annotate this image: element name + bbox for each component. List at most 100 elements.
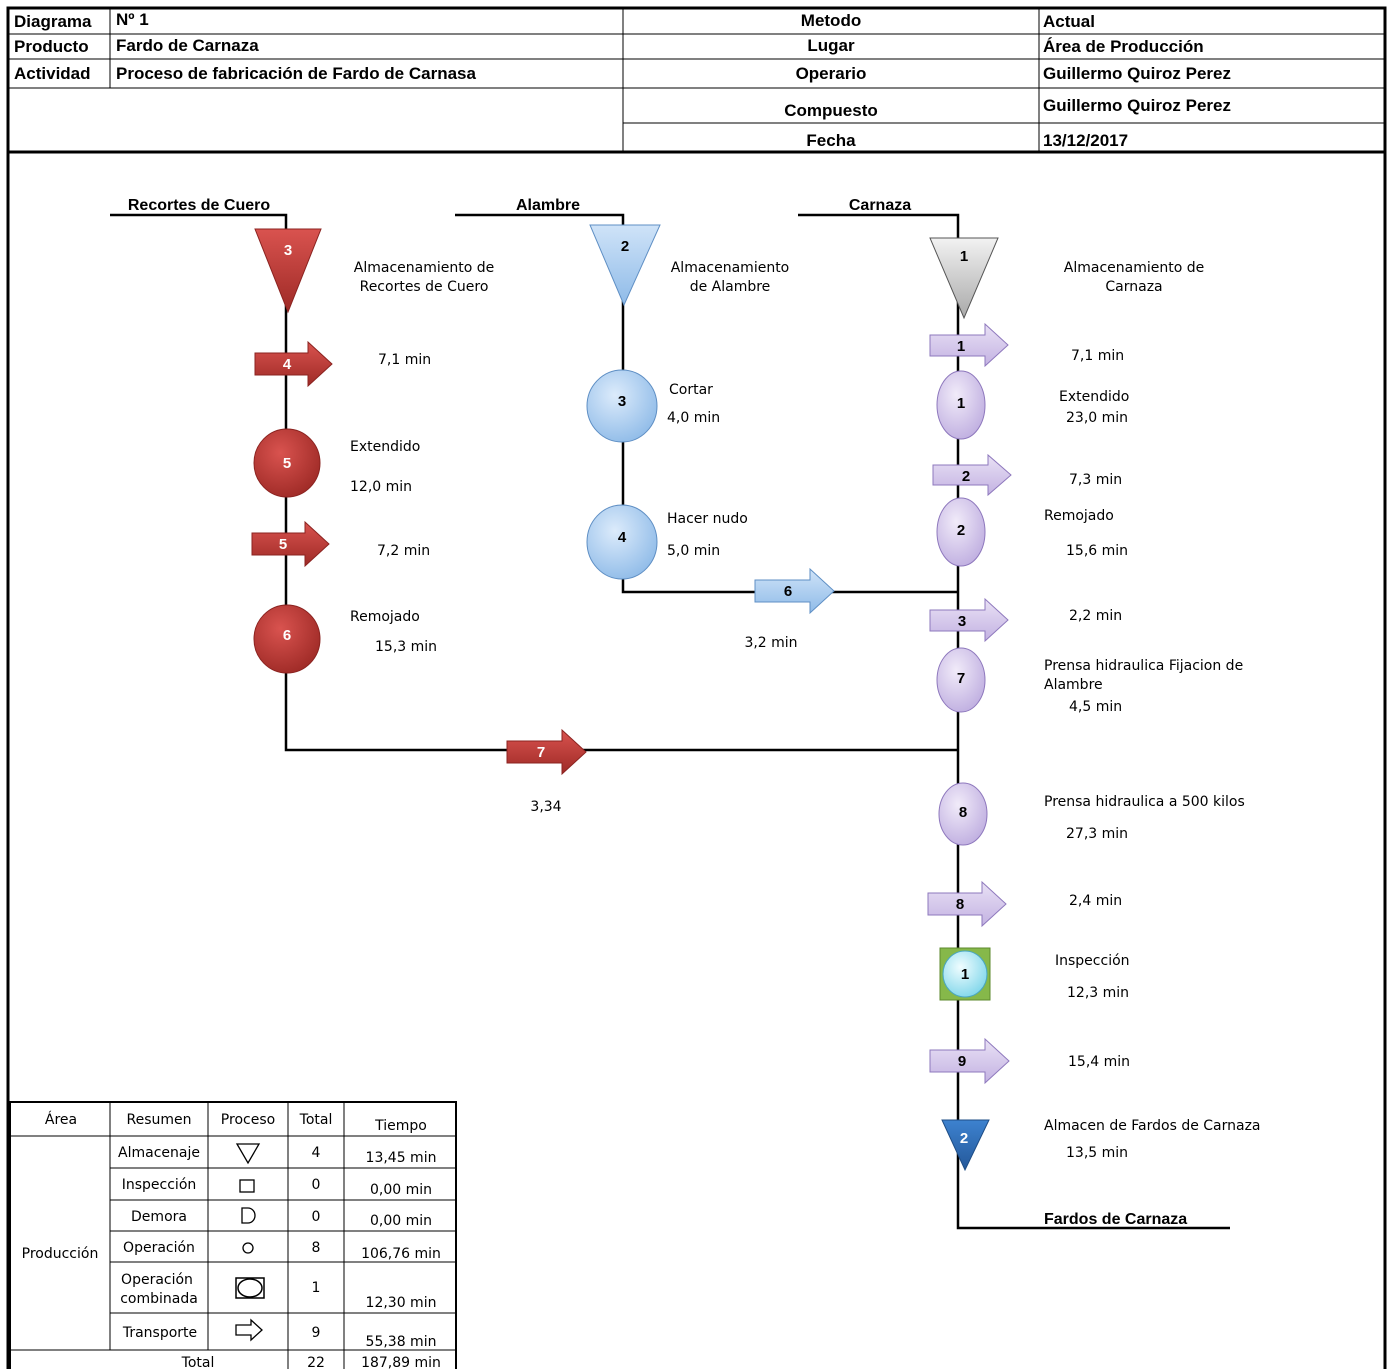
summary-row-almacenaje: Almacenaje <box>118 1145 200 1161</box>
carnaza-transport-3-time: 2,2 min <box>1069 608 1122 624</box>
carnaza-operation-7-label-2: Alambre <box>1044 677 1103 693</box>
diagrama-label: Diagrama <box>14 12 92 31</box>
summary-row-almacenaje-tiempo: 13,45 min <box>366 1150 437 1166</box>
carnaza-operation-8-circle: 8 <box>938 782 988 846</box>
summary-row-demora-total: 0 <box>312 1209 321 1225</box>
summary-row-combinada-total: 1 <box>312 1280 321 1296</box>
summary-row-transporte-tiempo: 55,38 min <box>366 1334 437 1350</box>
cuero-storage-label-2: Recortes de Cuero <box>360 279 489 295</box>
operario-label: Operario <box>796 64 867 83</box>
cuero-transport-4-time: 7,1 min <box>378 352 431 368</box>
producto-value: Fardo de Carnaza <box>116 36 259 55</box>
carnaza-operation-7-number: 7 <box>957 670 965 687</box>
alambre-operation-4-time: 5,0 min <box>667 543 720 559</box>
carnaza-transport-8-arrow: 8 <box>927 880 1007 928</box>
cuero-transport-4-arrow: 4 <box>254 340 333 388</box>
cuero-operation-6-label: Remojado <box>350 609 420 625</box>
column-title-cuero: Recortes de Cuero <box>128 197 270 214</box>
carnaza-operation-2-number: 2 <box>957 522 965 539</box>
summary-row-operacion-total: 8 <box>312 1240 321 1256</box>
cuero-storage-label-1: Almacenamiento de <box>354 260 494 276</box>
carnaza-operation-1-label: Extendido <box>1059 389 1129 405</box>
carnaza-transport-3-arrow: 3 <box>929 597 1009 643</box>
summary-area-label: Producción <box>22 1246 99 1262</box>
alambre-transport-6-number: 6 <box>784 583 792 600</box>
carnaza-operation-7-circle: 7 <box>936 647 986 713</box>
carnaza-storage-label-1: Almacenamiento de <box>1064 260 1204 276</box>
carnaza-transport-8-number: 8 <box>956 896 964 913</box>
summary-row-inspeccion: Inspección <box>122 1177 197 1193</box>
cuero-operation-6-number: 6 <box>283 627 291 644</box>
alambre-operation-4-label: Hacer nudo <box>667 511 748 527</box>
carnaza-operation-2-time: 15,6 min <box>1066 543 1128 559</box>
alambre-storage-symbol: 2 <box>589 224 661 307</box>
carnaza-transport-3-number: 3 <box>958 613 966 630</box>
cuero-transport-5-number: 5 <box>279 536 287 553</box>
alambre-operation-3-number: 3 <box>618 393 626 410</box>
cuero-operation-5-number: 5 <box>283 455 291 472</box>
carnaza-transport-1-time: 7,1 min <box>1071 348 1124 364</box>
summary-row-operacion: Operación <box>123 1240 195 1256</box>
cuero-operation-5-time: 12,0 min <box>350 479 412 495</box>
fecha-value: 13/12/2017 <box>1043 131 1128 150</box>
alambre-operation-4-number: 4 <box>618 529 627 546</box>
summary-row-combinada-tiempo: 12,30 min <box>366 1295 437 1311</box>
carnaza-transport-8-time: 2,4 min <box>1069 893 1122 909</box>
carnaza-inspection-label: Inspección <box>1055 953 1130 969</box>
cuero-transport-7-time: 3,34 <box>530 799 561 815</box>
alambre-storage-number: 2 <box>621 238 629 255</box>
carnaza-operation-1-number: 1 <box>957 395 965 412</box>
carnaza-operation-2-label: Remojado <box>1044 508 1114 524</box>
cuero-operation-5-circle: 5 <box>253 428 321 498</box>
carnaza-transport-2-arrow: 2 <box>932 453 1012 497</box>
summary-row-combinada-line-1: Operación <box>121 1272 193 1288</box>
summary-row-demora-tiempo: 0,00 min <box>370 1213 432 1229</box>
summary-row-demora: Demora <box>131 1209 187 1225</box>
summary-total-label: Total <box>181 1355 215 1369</box>
carnaza-inspection-time: 12,3 min <box>1067 985 1129 1001</box>
producto-label: Producto <box>14 37 89 56</box>
carnaza-transport-9-arrow: 9 <box>929 1037 1010 1085</box>
carnaza-inspection-symbol: 1 <box>939 947 991 1001</box>
alambre-transport-6-time: 3,2 min <box>744 635 797 651</box>
output-title: Fardos de Carnaza <box>1044 1211 1187 1228</box>
final-storage-number: 2 <box>960 1130 968 1147</box>
summary-header-tiempo: Tiempo <box>374 1118 427 1134</box>
carnaza-storage-number: 1 <box>960 248 968 265</box>
cuero-transport-5-arrow: 5 <box>251 520 330 568</box>
actividad-value: Proceso de fabricación de Fardo de Carna… <box>116 64 477 83</box>
d-shape-icon <box>241 1207 256 1224</box>
summary-header-area: Área <box>45 1111 77 1128</box>
summary-header-resumen: Resumen <box>126 1112 191 1128</box>
summary-header-proceso: Proceso <box>221 1112 275 1128</box>
carnaza-operation-7-time: 4,5 min <box>1069 699 1122 715</box>
summary-row-inspeccion-total: 0 <box>312 1177 321 1193</box>
carnaza-transport-1-number: 1 <box>957 338 965 355</box>
carnaza-storage-symbol: 1 <box>929 237 999 320</box>
alambre-operation-3-label: Cortar <box>669 382 713 398</box>
carnaza-operation-1-circle: 1 <box>936 370 986 440</box>
cuero-transport-7-arrow: 7 <box>506 728 587 776</box>
final-storage-time: 13,5 min <box>1066 1145 1128 1161</box>
square-icon <box>239 1179 255 1193</box>
arrow-right-icon <box>235 1318 263 1342</box>
circle-icon <box>242 1242 254 1254</box>
summary-row-almacenaje-total: 4 <box>312 1145 321 1161</box>
metodo-label: Metodo <box>801 11 861 30</box>
cuero-storage-symbol: 3 <box>254 228 322 314</box>
carnaza-transport-9-time: 15,4 min <box>1068 1054 1130 1070</box>
cuero-operation-6-circle: 6 <box>253 604 321 674</box>
carnaza-line <box>798 213 1230 1230</box>
carnaza-operation-8-number: 8 <box>959 804 967 821</box>
final-storage-label: Almacen de Fardos de Carnaza <box>1044 1118 1261 1134</box>
carnaza-operation-7-label-1: Prensa hidraulica Fijacion de <box>1044 658 1243 674</box>
alambre-operation-4-circle: 4 <box>586 504 658 580</box>
alambre-transport-6-arrow: 6 <box>754 567 835 615</box>
carnaza-inspection-number: 1 <box>961 966 969 983</box>
actividad-label: Actividad <box>14 64 91 83</box>
summary-total-count: 22 <box>307 1355 325 1369</box>
cuero-transport-4-number: 4 <box>283 356 292 373</box>
summary-row-combinada-line-2: combinada <box>120 1291 198 1307</box>
summary-row-transporte-total: 9 <box>312 1325 321 1341</box>
